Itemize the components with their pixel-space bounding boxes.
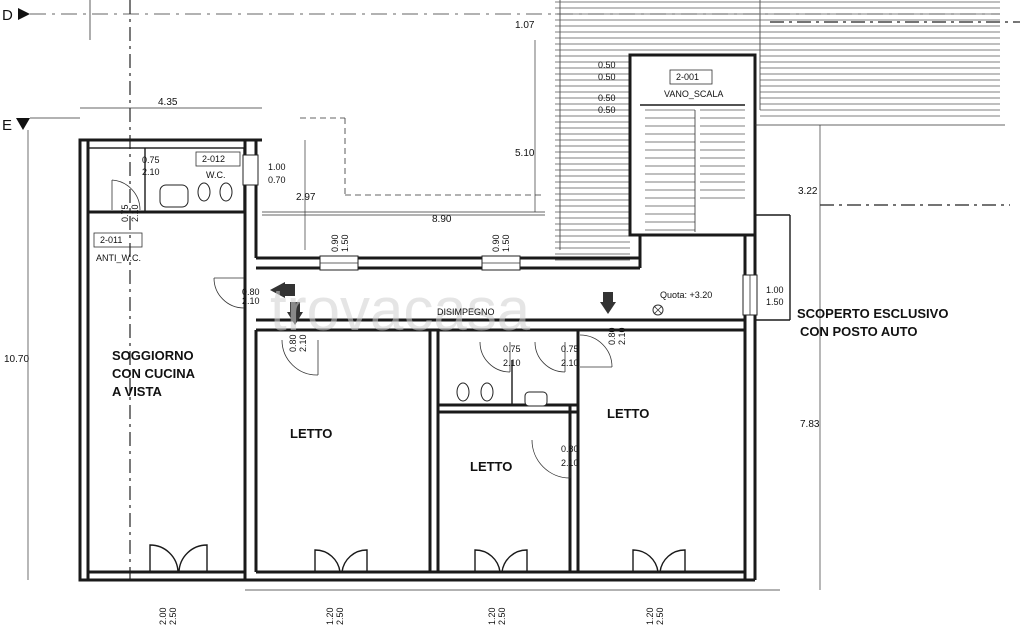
room-name: VANO_SCALA xyxy=(664,89,723,99)
opening-width: 0.50 xyxy=(598,60,616,70)
windows xyxy=(242,154,758,316)
room-label-letto: LETTO xyxy=(607,406,649,421)
opening-width: 1.00 xyxy=(268,162,286,172)
dimension-label: 3.22 xyxy=(798,186,818,197)
dimension-label: 4.35 xyxy=(158,97,178,108)
opening-width: 0.80 xyxy=(561,444,579,454)
room-code: 2-001 xyxy=(676,72,699,82)
room-tags: 2-012 W.C. 2-011 ANTI_W.C. 2-001 VANO_SC… xyxy=(93,69,723,263)
opening-width: 0.75 xyxy=(142,155,160,165)
room-label-scoperto: CON POSTO AUTO xyxy=(800,324,918,339)
opening-width: 0.80 xyxy=(288,334,298,352)
opening-height: 2.50 xyxy=(335,607,345,625)
walls xyxy=(78,53,1005,582)
opening-height: 0.50 xyxy=(598,105,616,115)
opening-labels: 0.75 2.10 1.00 0.70 0.50 0.50 0.50 0.50 … xyxy=(142,60,784,468)
dimension-label: 10.70 xyxy=(4,354,29,365)
dimension-labels: 4.35 1.07 5.10 2.97 8.90 3.22 10.70 7.83 xyxy=(4,20,820,430)
opening-height: 2.50 xyxy=(497,607,507,625)
room-label-soggiorno: CON CUCINA xyxy=(112,366,196,381)
level-marker-e: E xyxy=(2,117,80,134)
opening-labels-vertical: 0.75 2.10 0.90 1.50 0.90 1.50 0.80 2.10 … xyxy=(120,204,665,625)
dimension-label: 7.83 xyxy=(800,419,820,430)
level-label: E xyxy=(2,117,12,134)
opening-width: 0.80 xyxy=(607,327,617,345)
room-code: 2-011 xyxy=(100,235,122,245)
opening-height: 1.50 xyxy=(501,234,511,252)
room-names: SOGGIORNO CON CUCINA A VISTA LETTO LETTO… xyxy=(112,290,948,474)
opening-width: 0.75 xyxy=(561,344,579,354)
room-label-letto: LETTO xyxy=(470,459,512,474)
opening-height: 2.10 xyxy=(142,167,160,177)
opening-height: 2.10 xyxy=(561,358,579,368)
entrance-arrows xyxy=(270,282,664,325)
opening-width: 0.80 xyxy=(242,287,260,297)
opening-height: 1.50 xyxy=(766,297,784,307)
room-label-letto: LETTO xyxy=(290,426,332,441)
room-label-scoperto: SCOPERTO ESCLUSIVO xyxy=(797,306,948,321)
opening-width: 1.20 xyxy=(645,607,655,625)
dimension-lines xyxy=(27,40,821,591)
reference-lines xyxy=(89,0,1020,580)
sanitary-fixtures xyxy=(159,182,548,407)
opening-width: 1.20 xyxy=(487,607,497,625)
opening-height: 0.50 xyxy=(598,72,616,82)
opening-width: 0.50 xyxy=(598,93,616,103)
level-marker-d: D xyxy=(2,7,1000,24)
opening-width: 1.00 xyxy=(766,285,784,295)
opening-height: 2.10 xyxy=(130,204,140,222)
doors xyxy=(111,179,686,573)
opening-height: 2.50 xyxy=(655,607,665,625)
opening-height: 2.10 xyxy=(298,334,308,352)
opening-height: 1.50 xyxy=(340,234,350,252)
watermark: trovacasa xyxy=(270,276,531,343)
opening-width: 0.75 xyxy=(120,204,130,222)
room-label-soggiorno: SOGGIORNO xyxy=(112,348,194,363)
opening-height: 2.10 xyxy=(242,296,260,306)
opening-height: 0.70 xyxy=(268,175,286,185)
hatched-areas xyxy=(555,1,1000,261)
opening-width: 0.90 xyxy=(330,234,340,252)
opening-height: 2.10 xyxy=(561,458,579,468)
room-code: 2-012 xyxy=(202,154,225,164)
room-label-disimpegno: DISIMPEGNO xyxy=(437,307,495,317)
opening-width: 0.90 xyxy=(491,234,501,252)
dimension-label: 8.90 xyxy=(432,214,452,225)
opening-height: 2.10 xyxy=(503,358,521,368)
opening-height: 2.10 xyxy=(617,327,627,345)
room-name: ANTI_W.C. xyxy=(96,253,141,263)
level-label: D xyxy=(2,7,13,24)
quota-label: Quota: +3.20 xyxy=(660,290,712,300)
dimension-label: 1.07 xyxy=(515,20,535,31)
room-label-soggiorno: A VISTA xyxy=(112,384,162,399)
room-name: W.C. xyxy=(206,170,226,180)
opening-width: 1.20 xyxy=(325,607,335,625)
opening-height: 2.50 xyxy=(168,607,178,625)
opening-width: 0.75 xyxy=(503,344,521,354)
dimension-label: 5.10 xyxy=(515,148,535,159)
dimension-label: 2.97 xyxy=(296,192,316,203)
opening-width: 2.00 xyxy=(158,607,168,625)
